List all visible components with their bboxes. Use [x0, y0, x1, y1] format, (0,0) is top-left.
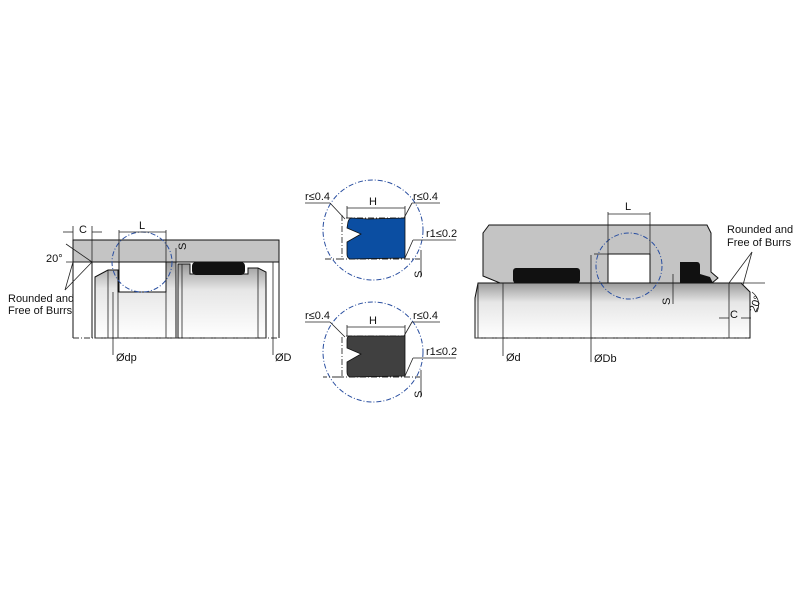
piston-installation-drawing: C L S 20° Rounded and Free of Burrs Ødp …	[8, 220, 292, 364]
piston-dp-label: Ødp	[116, 352, 137, 364]
h-label: H	[369, 315, 377, 327]
radius-right-label: r≤0.4	[413, 191, 438, 203]
rod-c-label: C	[730, 309, 738, 321]
u-cup-seal-dark	[346, 335, 406, 378]
rod-installation-drawing: L Rounded and Free of Burrs S C 20° Ød Ø…	[474, 201, 793, 365]
piston-c-label: C	[79, 224, 87, 236]
rod-l-label: L	[625, 201, 631, 213]
radius-left-label: r≤0.4	[305, 191, 330, 203]
guide-ring	[513, 268, 580, 283]
piston-D-label: ØD	[275, 352, 292, 364]
radius-r1-label: r1≤0.2	[426, 228, 457, 240]
wiper-seal	[680, 262, 713, 283]
rod-d-label: Ød	[506, 352, 521, 364]
seal-groove	[118, 261, 167, 293]
radius-r1-label: r1≤0.2	[426, 346, 457, 358]
piston-l-label: L	[139, 220, 145, 232]
rod-note-line1: Rounded and	[727, 224, 793, 236]
piston-note-line1: Rounded and	[8, 293, 74, 305]
s-label: S	[413, 271, 425, 278]
piston-body-right	[177, 263, 267, 339]
piston-note-line2: Free of Burrs	[8, 305, 73, 317]
seal-detail-top: H r≤0.4 r≤0.4 r1≤0.2 S	[305, 179, 457, 281]
h-label: H	[369, 196, 377, 208]
seal-detail-bottom: H r≤0.4 r≤0.4 r1≤0.2 S	[305, 301, 457, 403]
u-cup-seal-blue	[346, 217, 406, 260]
radius-right-label: r≤0.4	[413, 310, 438, 322]
rod-s-label: S	[661, 298, 673, 305]
detail-circle	[322, 179, 424, 281]
piston-s-label: S	[177, 243, 189, 250]
rod-Db-label: ØDb	[594, 353, 617, 365]
rod-note-line2: Free of Burrs	[727, 237, 792, 249]
detail-circle	[322, 301, 424, 403]
s-label: S	[413, 391, 425, 398]
detail-circle	[595, 232, 663, 300]
rod-shaft	[474, 282, 751, 339]
radius-left-label: r≤0.4	[305, 310, 330, 322]
seal-groove	[607, 253, 651, 285]
rod-angle-label: 20°	[748, 294, 765, 314]
piston-angle-label: 20°	[46, 253, 63, 265]
guide-ring	[192, 262, 245, 275]
